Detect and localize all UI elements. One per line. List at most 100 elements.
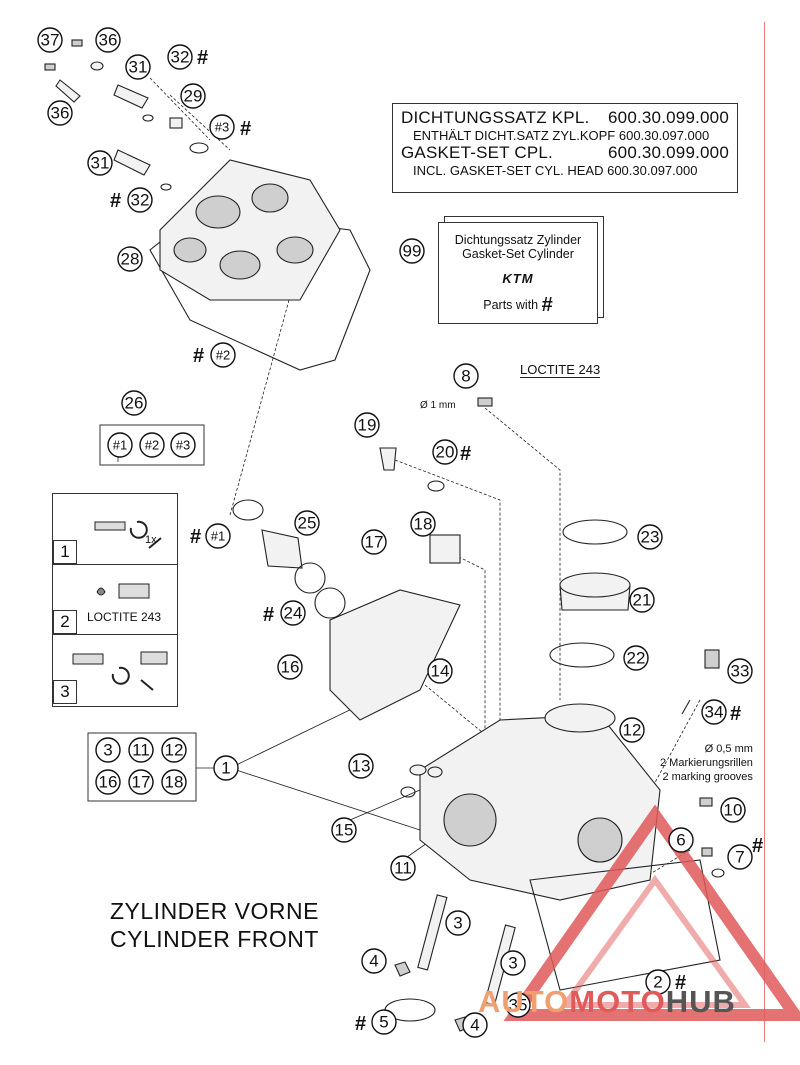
callout-35: 35 [505,992,531,1018]
hash-34: # [730,703,741,725]
svg-text:#2: #2 [145,438,159,453]
clamp-22 [549,642,615,668]
clamp-23 [562,519,628,545]
gasket-en-label: GASKET-SET CPL. [401,143,553,162]
step-3-illustration [72,651,168,691]
oring-32b [160,183,172,191]
svg-text:17: 17 [132,773,151,792]
callout-3-hash: #3 [209,114,235,140]
gasket-de-label: DICHTUNGSSATZ KPL. [401,108,590,127]
svg-text:34: 34 [705,703,724,722]
svg-text:32: 32 [131,191,150,210]
svg-text:11: 11 [132,741,150,760]
intake-port [544,703,616,733]
automotohub-watermark: AUTOMOTOHUB [478,984,736,1020]
plug-19 [379,447,397,471]
valve-cover [149,159,371,371]
callout-31-mid: 31 [87,150,113,176]
tensioner-18 [429,534,461,564]
callout-19: 19 [354,412,380,438]
diagram-title: ZYLINDER VORNE CYLINDER FRONT [110,897,319,953]
box99-parts-mark: # [541,294,553,316]
callout-8: 8 [453,363,479,389]
svg-text:28: 28 [121,250,140,269]
callout-18: 18 [410,511,436,537]
dia05-line3: 2 marking grooves [662,771,753,783]
callout-31-top: 31 [125,54,151,80]
washer-7 [711,868,725,878]
cover-body [159,159,341,301]
spring-34 [681,699,691,715]
callout-16: 16 [277,654,303,680]
step-1-illustration [94,520,162,549]
box99-line-de: Dichtungssatz Zylinder [454,233,582,247]
step-3-number: 3 [53,680,77,704]
top-fasteners [44,39,209,191]
callout-24: 24 [280,600,306,626]
svg-text:31: 31 [91,154,110,173]
svg-text:18: 18 [414,515,433,534]
svg-text:12: 12 [165,741,184,760]
gasket-de-number: 600.30.099.000 [608,108,729,127]
cylinder-head [384,703,725,1032]
group-1-callout-18: 18 [161,769,187,795]
step-1-text: 1x [145,534,157,546]
screw-36 [44,63,56,71]
chamber-left [443,793,497,847]
fitting-31b [113,149,151,176]
plug-29 [169,117,183,129]
gasket-en-includes: INCL. GASKET-SET CYL. HEAD 600.30.097.00… [413,163,698,178]
callout-4-bottom: 4 [462,1012,488,1038]
loctite-label-top: LOCTITE 243 [520,362,601,378]
hash-20: # [460,443,471,465]
cover-port-4 [219,250,261,280]
callout-2-hash: #2 [210,342,236,368]
callout-36-left: 36 [47,100,73,126]
step-2-text: LOCTITE 243 [87,610,162,624]
svg-text:18: 18 [165,773,184,792]
callout-1-hash: #1 [205,523,231,549]
stud-3a [417,894,448,971]
box99-line-en: Gasket-Set Cylinder [462,247,574,261]
svg-text:21: 21 [633,591,652,610]
washer-13 [409,764,427,776]
svg-text:16: 16 [281,658,300,677]
svg-text:99: 99 [403,242,422,261]
clip-36 [90,61,104,71]
gasket-en-number: 600.30.099.000 [608,143,729,162]
callout-6: 6 [668,827,694,853]
callout-10: 10 [720,797,746,823]
step-2-illustration [96,583,150,599]
hash-2-top: # [193,345,204,367]
callout-1: 1 [213,755,239,781]
step-1-number: 1 [53,540,77,564]
svg-text:3: 3 [453,914,462,933]
callout-5: 5 [371,1009,397,1035]
sensor-33 [704,649,720,669]
hash-3: # [240,118,251,140]
gasket-set-info-box: DICHTUNGSSATZ KPL.600.30.099.000 ENTHÄLT… [392,103,738,193]
callout-26: 26 [121,390,147,416]
valve-lifter-25 [261,529,303,569]
svg-text:5: 5 [379,1013,388,1032]
svg-text:10: 10 [724,801,743,820]
washer-3 [189,142,209,154]
screw-37 [71,39,83,47]
intake-boot-top [559,572,631,598]
svg-text:31: 31 [129,58,148,77]
cover-port-1 [195,195,241,229]
watermark-part-hub: HUB [665,984,736,1019]
callout-34: 34 [701,699,727,725]
svg-text:33: 33 [731,662,750,681]
svg-text:2: 2 [653,973,662,992]
callout-13: 13 [348,753,374,779]
watermark-part-moto: MOTO [569,984,666,1019]
svg-text:36: 36 [51,104,70,123]
dia05-line1: Ø 0,5 mm [704,743,753,755]
cover-port-3 [173,237,207,263]
cover-gasket-outline [149,209,371,371]
svg-text:#3: #3 [176,438,190,453]
callout-3-stud-right: 3 [500,950,526,976]
fitting-31a [113,84,149,109]
svg-text:#2: #2 [216,348,230,363]
